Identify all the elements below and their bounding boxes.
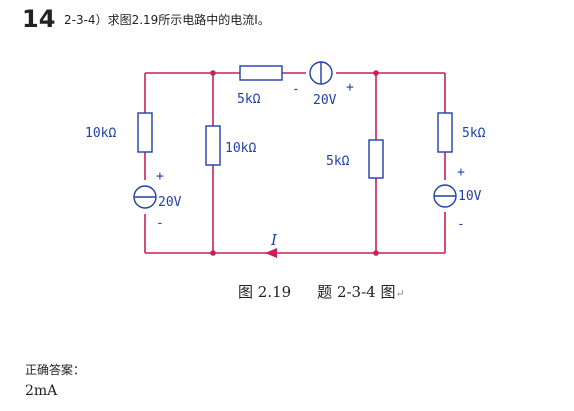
current-arrow-icon bbox=[265, 248, 277, 258]
resistor-mid-5k bbox=[368, 139, 384, 179]
voltage-source-right bbox=[433, 184, 457, 208]
label-v-top: 20V bbox=[313, 93, 337, 108]
answer-label: 正确答案： bbox=[25, 363, 86, 377]
circuit-nodes bbox=[210, 70, 379, 256]
sign-minus-left: - bbox=[156, 216, 164, 231]
resistor-left bbox=[137, 112, 153, 153]
return-mark: ↵ bbox=[395, 287, 405, 300]
circuit-wires bbox=[144, 72, 446, 254]
question-number: 14 bbox=[22, 5, 56, 33]
sign-minus-top: - bbox=[292, 82, 300, 97]
label-r-mid-10k: 10kΩ bbox=[225, 141, 256, 156]
voltage-source-left bbox=[133, 185, 157, 209]
resistor-right bbox=[437, 112, 453, 153]
label-r-left: 10kΩ bbox=[85, 126, 116, 141]
resistor-top bbox=[239, 65, 283, 81]
label-v-left: 20V bbox=[158, 195, 182, 210]
label-current: I bbox=[270, 231, 278, 249]
question-text: 2-3-4）求图2.19所示电路中的电流I。 bbox=[64, 13, 270, 27]
voltage-source-top bbox=[309, 61, 333, 85]
resistor-mid-10k bbox=[205, 125, 221, 166]
sign-plus-left: + bbox=[156, 169, 164, 184]
figure-number: 图 2.19 bbox=[238, 283, 292, 301]
figure-title: 题 2-3-4 图 bbox=[317, 283, 396, 301]
label-v-right: 10V bbox=[458, 189, 482, 204]
answer-value: 2mA bbox=[25, 383, 58, 399]
label-r-mid-5k: 5kΩ bbox=[326, 154, 350, 169]
label-r-right: 5kΩ bbox=[462, 126, 486, 141]
figure-caption: 图 2.19 题 2-3-4 图↵ bbox=[238, 281, 405, 302]
sign-minus-right: - bbox=[457, 217, 465, 232]
sign-plus-right: + bbox=[457, 165, 465, 180]
label-r-top: 5kΩ bbox=[237, 92, 261, 107]
sign-plus-top: + bbox=[346, 80, 354, 95]
